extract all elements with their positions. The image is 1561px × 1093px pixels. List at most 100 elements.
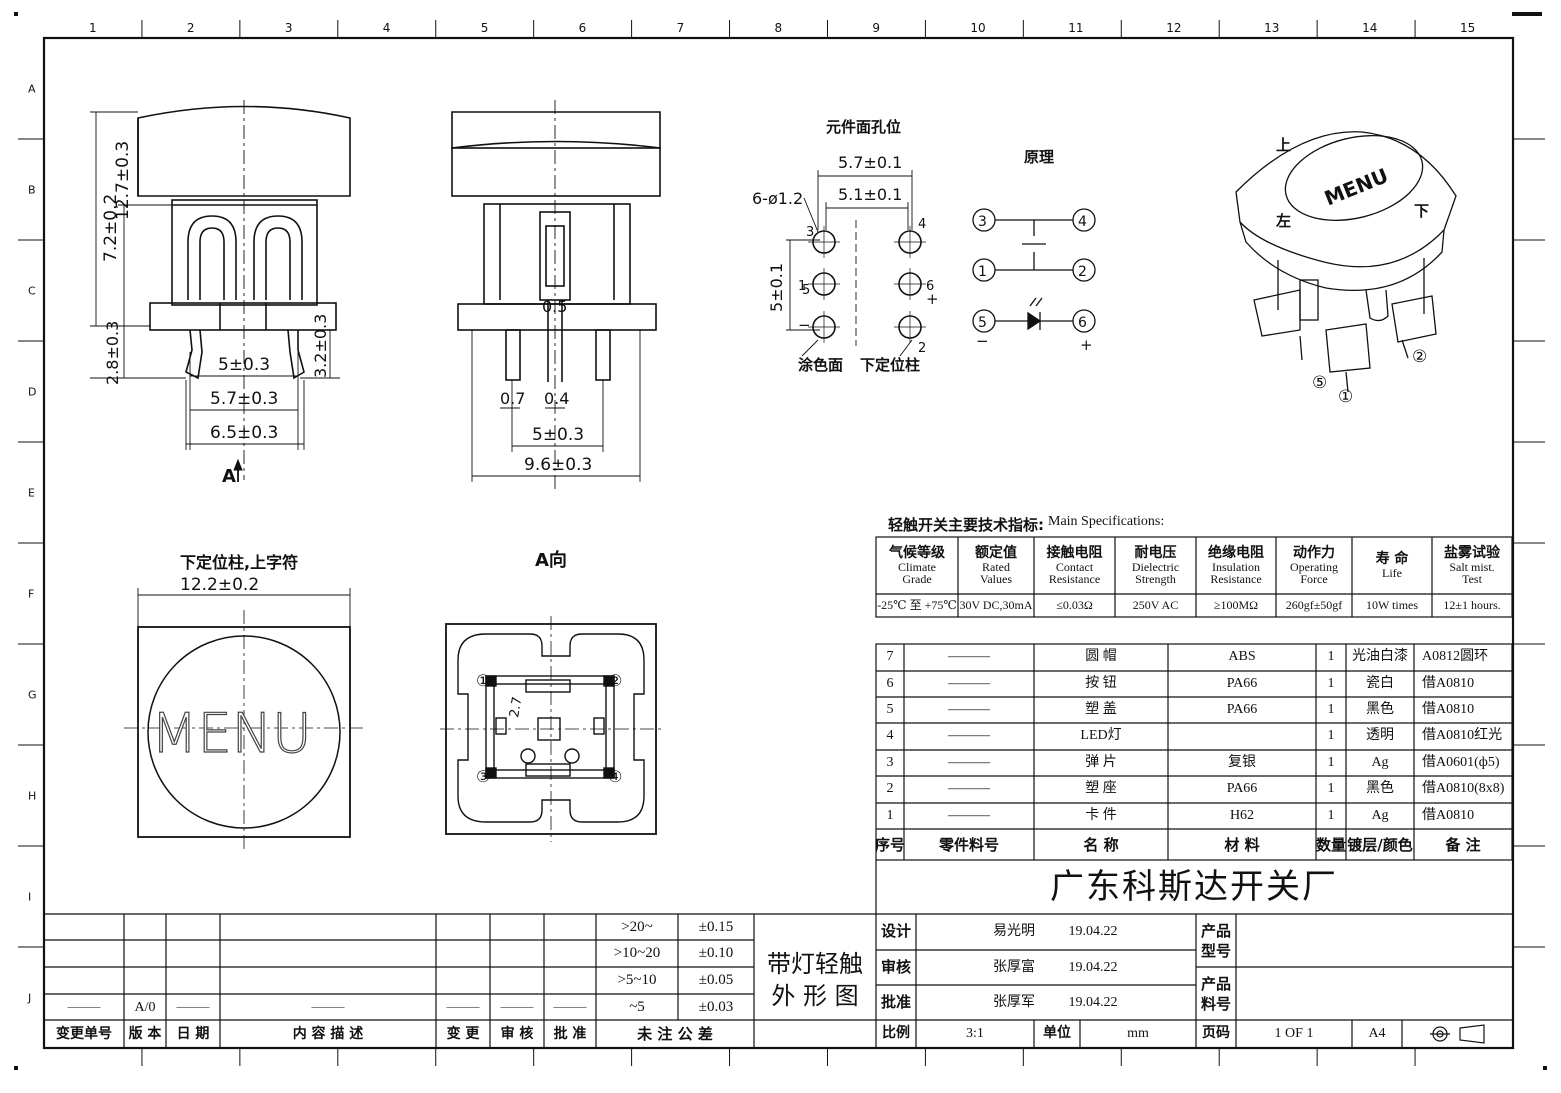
bom-cell-material: H62 [1229, 808, 1255, 824]
bom-cell-note: 借A0810(8x8) [1422, 781, 1505, 797]
spec-header-zh: 绝缘电阻 [1208, 545, 1264, 562]
spec-header-en2: Resistance [1210, 572, 1262, 587]
dim-pin-b: 0.4 [544, 389, 569, 408]
bom-header-part: 零件料号 [938, 835, 999, 854]
spec-header-zh: 接触电阻 [1046, 545, 1103, 562]
page-value: 1 OF 1 [1274, 1026, 1314, 1042]
revision-dash: ——— [67, 1001, 101, 1014]
tolerance-footer: 未 注 公 差 [637, 1025, 713, 1044]
bom-cell-material: 复银 [1228, 755, 1256, 771]
company-name: 广东科斯达开关厂 [1050, 867, 1338, 908]
spec-value: -25℃ 至 +75℃ [877, 598, 957, 613]
bom-cell-finish: 瓷白 [1366, 676, 1394, 692]
bom-cell-no: 6 [886, 676, 894, 692]
grid-row-label: C [28, 285, 36, 298]
grid-row-label: H [28, 790, 36, 803]
bv-pin-1: ① [476, 671, 490, 690]
grid-col-label: 2 [187, 21, 195, 35]
spec-value: 30V DC,30mA [959, 598, 1033, 613]
grid-row-label: G [28, 689, 37, 702]
bom-cell-qty: 1 [1327, 755, 1335, 771]
bom-cell-note: A0812圆环 [1422, 649, 1489, 665]
bom-cell-note: 借A0601(ф5) [1422, 755, 1500, 771]
tolerance-range: >20~ [621, 918, 653, 935]
revision-header: 内 容 描 述 [292, 1025, 364, 1042]
signoff-name: 张厚军 [993, 994, 1035, 1010]
product-title-line1: 带灯轻触 [767, 949, 863, 978]
hole-n3: 3 [806, 225, 814, 240]
front-view [137, 100, 351, 480]
spec-header-en1: Operating [1290, 559, 1338, 574]
side-dims [471, 330, 641, 482]
grid-row-label: I [28, 891, 31, 904]
bom-cell-no: 2 [886, 781, 894, 797]
bom-cell-name: 塑 座 [1085, 781, 1117, 797]
spec-header-en2: Resistance [1048, 572, 1101, 587]
grid-col-label: 9 [872, 21, 880, 35]
product-title-line2: 外 形 图 [771, 982, 859, 1010]
specs-title-en: Main Specifications: [1048, 514, 1165, 529]
signoff-role: 审核 [880, 958, 911, 977]
spec-header-zh: 寿 命 [1375, 551, 1409, 568]
bom-cell-qty: 1 [1327, 781, 1335, 797]
table-lines [44, 536, 1513, 1048]
spec-value: 250V AC [1132, 598, 1179, 613]
side-view [451, 100, 661, 490]
hole-w-outer: 5.7±0.1 [838, 153, 902, 172]
revision-dash: ——— [446, 1001, 480, 1014]
revision-dash: ——— [311, 1001, 345, 1014]
grid-row-label: A [28, 83, 36, 96]
bom-cell-finish: Ag [1371, 755, 1389, 771]
schematic-title: 原理 [1024, 148, 1054, 166]
bom-header-finish: 镀层/颜色 [1347, 835, 1413, 854]
spec-header-en2: Grade [902, 572, 932, 587]
bom-cell-qty: 1 [1327, 702, 1335, 718]
bom-cell-note: 借A0810红光 [1422, 728, 1503, 744]
spec-value: 12±1 hours. [1443, 598, 1501, 613]
signoff-name: 易光明 [993, 923, 1035, 939]
tolerance-range: ~5 [629, 998, 645, 1015]
unit-value: mm [1127, 1026, 1149, 1042]
sch-pin-2: 2 [1078, 264, 1087, 280]
iso-pin-2: ② [1412, 347, 1427, 367]
iso-pin-1: ① [1338, 387, 1353, 407]
revision-version: A/0 [134, 999, 156, 1015]
hole-n4: 4 [918, 217, 926, 232]
tolerance-value: ±0.15 [698, 918, 734, 935]
top-view-title: 下定位柱,上字符 [180, 553, 298, 572]
grid-col-label: 14 [1362, 21, 1377, 35]
signoff-date: 19.04.22 [1068, 959, 1118, 975]
grid-row-label: B [28, 184, 36, 197]
bom-header-name: 名 称 [1083, 835, 1119, 854]
revision-header: 日 期 [176, 1025, 210, 1042]
bom-cell-name: 按 钮 [1085, 676, 1117, 692]
spec-header-en1: Salt mist. [1449, 559, 1495, 574]
hole-minus: − [798, 316, 811, 334]
scale-label: 比例 [882, 1025, 910, 1042]
bom-header-no: 序号 [876, 835, 904, 854]
bom-cell-finish: 光油白漆 [1352, 649, 1408, 665]
grid-col-label: 3 [285, 21, 293, 35]
bom-cell-qty: 1 [1327, 649, 1335, 665]
spec-header-en1: Dielectric [1131, 559, 1180, 574]
sch-pin-5: 5 [978, 315, 987, 331]
specs-title-zh: 轻触开关主要技术指标: [888, 516, 1044, 534]
bom-cell-part: ——— [948, 702, 990, 718]
hole-spec: 6-ø1.2 [752, 189, 803, 208]
tolerance-value: ±0.05 [698, 971, 734, 988]
iso-down: 下 [1414, 202, 1429, 220]
grid-col-label: 11 [1068, 21, 1083, 35]
holes-title: 元件面孔位 [826, 118, 901, 136]
iso-cap-text: MENU [1321, 163, 1392, 210]
bom-cell-name: 弹 片 [1085, 755, 1117, 771]
revision-dash: ——— [553, 1001, 587, 1014]
signoff-role: 设计 [880, 922, 911, 941]
bom-cell-qty: 1 [1327, 676, 1335, 692]
spec-header-zh: 气候等级 [889, 545, 945, 562]
bom-cell-note: 借A0810 [1422, 676, 1475, 692]
grid-row-label: J [27, 992, 31, 1005]
